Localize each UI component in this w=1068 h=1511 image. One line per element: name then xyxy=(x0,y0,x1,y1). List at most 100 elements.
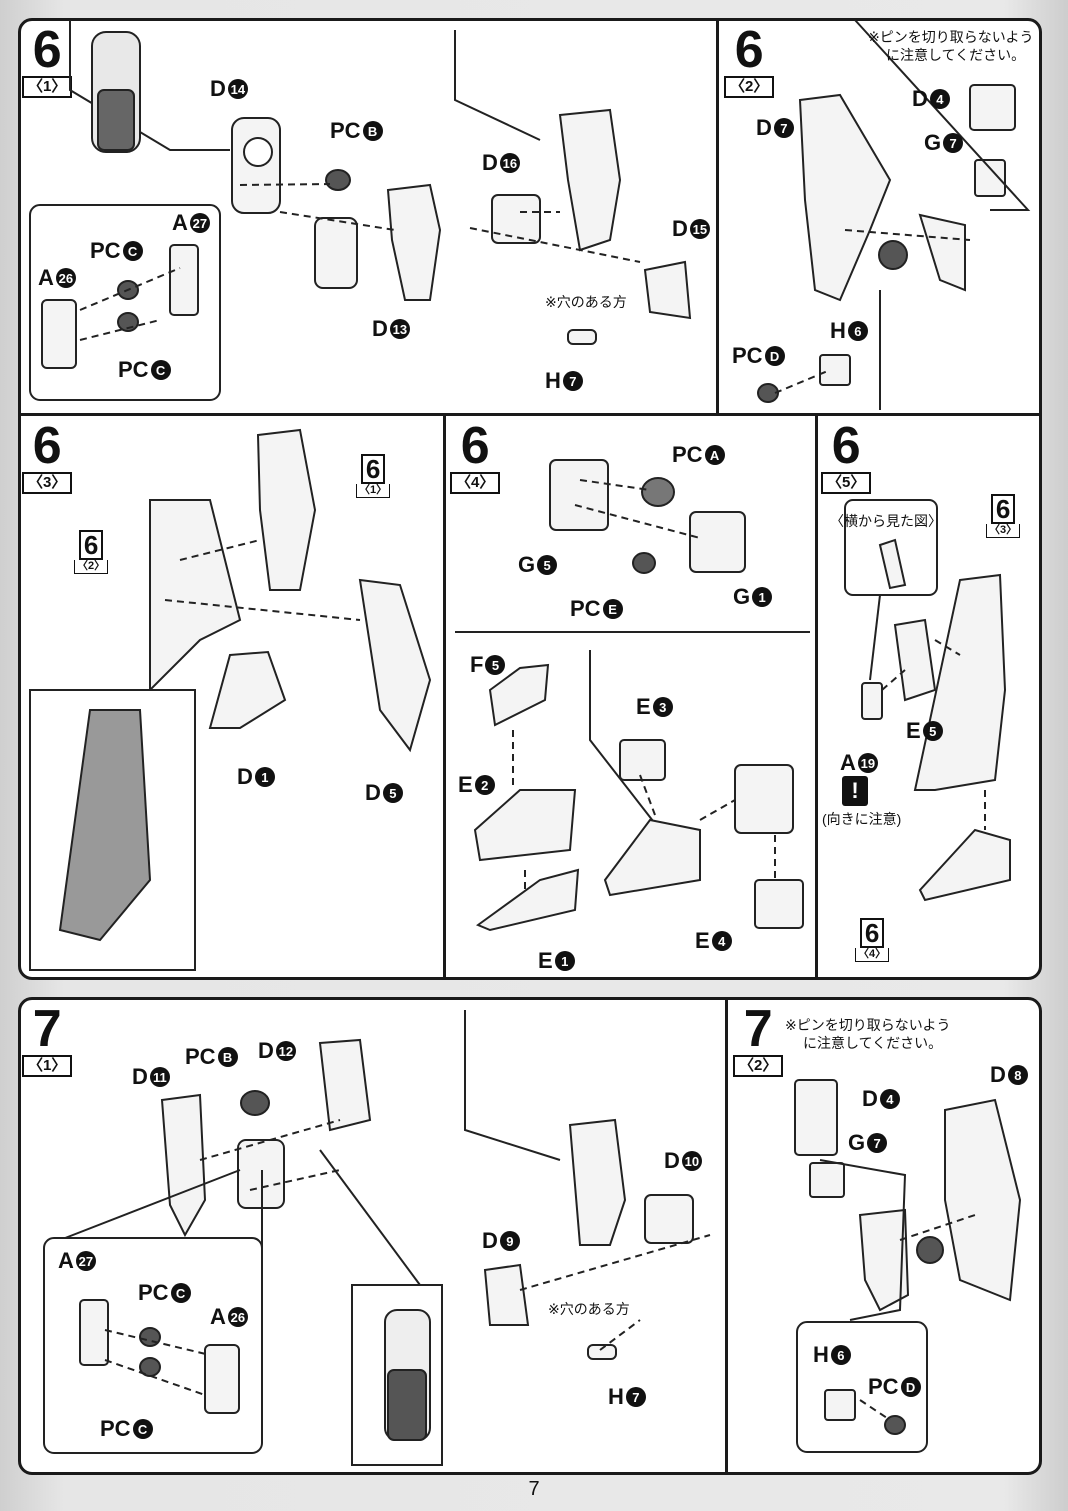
part-number: 2 xyxy=(474,775,495,795)
part-number: 14 xyxy=(227,79,248,99)
part-number: 1 xyxy=(254,767,275,787)
page-number: 7 xyxy=(528,1478,540,1500)
part-number: 5 xyxy=(537,555,558,575)
part-number: 6 xyxy=(830,1345,851,1365)
part-number: B xyxy=(217,1047,238,1067)
step-reference: 6 〈2〉 xyxy=(74,530,109,574)
divider xyxy=(725,999,728,1473)
direction-caution-note: (向きに注意) xyxy=(822,811,902,827)
step-number: 7 xyxy=(743,1000,773,1058)
part-number: 10 xyxy=(681,1151,702,1171)
part-prefix: PC xyxy=(570,596,601,621)
part-number: 27 xyxy=(75,1251,96,1271)
part-prefix: H xyxy=(608,1384,624,1409)
step-number: 6 xyxy=(32,21,62,79)
divider xyxy=(443,415,446,978)
side-view-note: 〈横から見た図〉 xyxy=(830,513,942,529)
step-marker: 7 〈2〉 xyxy=(733,1000,784,1077)
step-sub: 〈5〉 xyxy=(821,472,872,494)
part-number: D xyxy=(900,1377,921,1397)
part-prefix: F xyxy=(470,652,484,677)
part-number: A xyxy=(704,445,725,465)
step-reference: 6 〈4〉 xyxy=(855,918,890,962)
part-prefix: D xyxy=(237,764,253,789)
part-prefix: D xyxy=(482,1228,498,1253)
part-number: 4 xyxy=(929,89,950,109)
part-prefix: H xyxy=(545,368,561,393)
part-number: 16 xyxy=(499,153,520,173)
part-number: 26 xyxy=(55,268,76,288)
part-prefix: D xyxy=(372,316,388,341)
step-marker: 6 〈4〉 xyxy=(450,420,501,494)
part-prefix: PC xyxy=(868,1374,899,1399)
part-number: 7 xyxy=(943,133,964,153)
step-reference: 6 〈3〉 xyxy=(986,494,1021,538)
part-number: 26 xyxy=(227,1307,248,1327)
part-prefix: PC xyxy=(138,1280,169,1305)
part-number: 8 xyxy=(1007,1065,1028,1085)
step-number: 6 xyxy=(32,417,62,475)
part-prefix: PC xyxy=(100,1416,131,1441)
step-marker: 6 〈3〉 xyxy=(22,417,73,494)
step-sub: 〈4〉 xyxy=(450,472,501,494)
divider xyxy=(20,413,1040,416)
step-number: 6 xyxy=(734,21,764,79)
part-prefix: A xyxy=(172,210,188,235)
part-number: 6 xyxy=(847,321,868,341)
part-prefix: A xyxy=(210,1304,226,1329)
part-number: C xyxy=(132,1419,153,1439)
pin-warning-note: ※ピンを切り取らないよう に注意してください。 xyxy=(785,1017,951,1051)
caution-icon: ! xyxy=(842,776,868,806)
hole-side-note: ※穴のある方 xyxy=(548,1301,630,1317)
part-number: 4 xyxy=(879,1089,900,1109)
part-number: 19 xyxy=(857,753,878,773)
part-prefix: H xyxy=(830,318,846,343)
part-prefix: PC xyxy=(330,118,361,143)
part-prefix: D xyxy=(672,216,688,241)
pin-warning-note: ※ピンを切り取らないよう に注意してください。 xyxy=(868,29,1034,63)
part-number: C xyxy=(150,360,171,380)
part-prefix: E xyxy=(636,694,651,719)
part-prefix: G xyxy=(733,584,751,609)
part-number: 5 xyxy=(382,783,403,803)
part-prefix: D xyxy=(756,115,772,140)
part-prefix: PC xyxy=(732,343,763,368)
part-number: 13 xyxy=(389,319,410,339)
part-number: 15 xyxy=(689,219,710,239)
part-number: 1 xyxy=(752,587,773,607)
step-sub: 〈2〉 xyxy=(724,76,775,98)
part-prefix: E xyxy=(906,718,921,743)
part-number: C xyxy=(122,241,143,261)
part-number: 1 xyxy=(554,951,575,971)
part-number: 5 xyxy=(922,721,943,741)
hole-side-note: ※穴のある方 xyxy=(545,294,627,310)
part-number: 27 xyxy=(189,213,210,233)
part-number: 9 xyxy=(499,1231,520,1251)
step-sub: 〈3〉 xyxy=(22,472,73,494)
